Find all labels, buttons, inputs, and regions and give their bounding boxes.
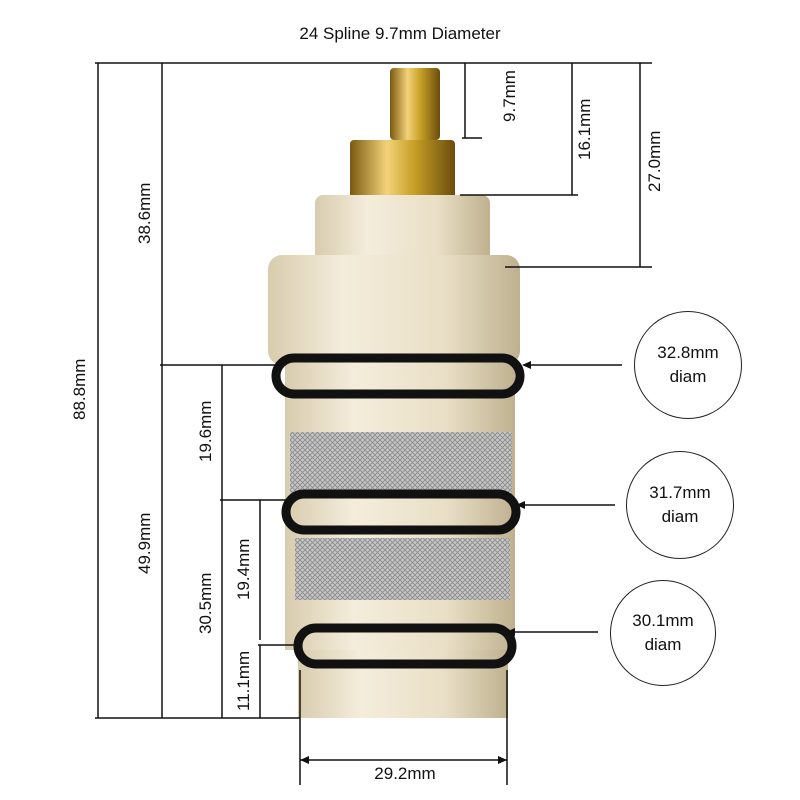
mesh-filter-lower (295, 538, 510, 600)
cartridge-body (268, 255, 520, 365)
dimension-lines (95, 62, 652, 785)
o-ring-upper (271, 353, 525, 399)
diameter-unit: diam (661, 507, 699, 526)
upper-length-label: 38.6mm (135, 182, 154, 244)
brass-collar (350, 140, 455, 200)
diameter-unit: diam (644, 635, 682, 654)
diameter-callout-upper: 32.8mm diam (634, 311, 742, 419)
cartridge-image (268, 68, 525, 718)
diameter-value: 30.1mm (632, 611, 694, 630)
lower-length-label: 49.9mm (135, 512, 154, 574)
diagram-title: 24 Spline 9.7mm Diameter (299, 24, 501, 43)
diameter-value: 32.8mm (657, 343, 719, 362)
diameter-callout-lower: 30.1mm diam (610, 580, 716, 686)
diameter-unit: diam (669, 367, 707, 386)
spline-height-label: 9.7mm (500, 70, 519, 122)
head-height-label: 27.0mm (645, 130, 664, 192)
collar-height-label: 16.1mm (575, 98, 594, 160)
lower-section-label: 30.5mm (196, 572, 215, 634)
o-ring-lower (293, 623, 517, 669)
base-width-label: 29.2mm (374, 764, 436, 783)
diameter-callout-middle: 31.7mm diam (626, 451, 734, 559)
mesh-filter-upper (290, 432, 512, 494)
second-section-label: 19.4mm (234, 538, 253, 600)
spline-stem (390, 68, 440, 140)
base-section-label: 11.1mm (234, 650, 253, 711)
o-ring-middle (281, 489, 521, 535)
total-length-label: 88.8mm (70, 358, 89, 420)
diameter-value: 31.7mm (649, 483, 711, 502)
cartridge-body-lower (285, 360, 515, 650)
first-section-label: 19.6mm (196, 400, 215, 462)
arrowheads (300, 361, 531, 764)
